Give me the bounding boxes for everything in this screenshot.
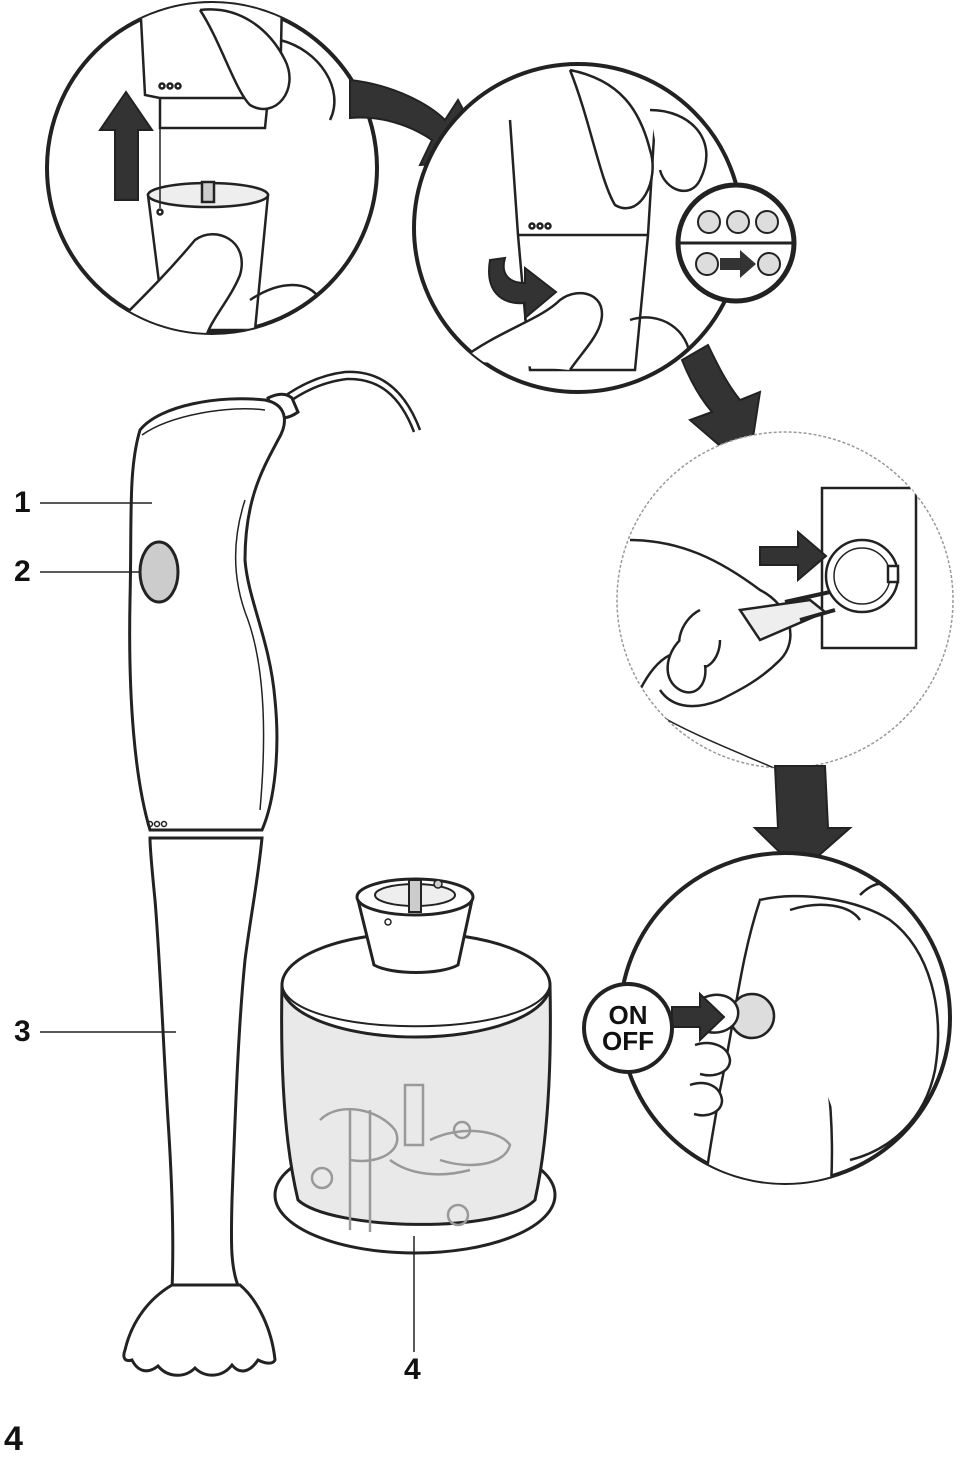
twist-arrow-icon — [488, 256, 558, 321]
page-number: 4 — [4, 1420, 23, 1458]
step-attach-shaft — [45, 1, 379, 335]
arrow-press-icon — [671, 991, 726, 1043]
on-label: ON — [608, 1000, 648, 1030]
on-off-badge: ON OFF — [582, 982, 674, 1074]
arrow-up-icon — [98, 90, 154, 201]
leader-lines — [40, 502, 415, 1352]
step-twist-lock — [412, 62, 797, 394]
step-switch-on — [618, 851, 952, 1185]
hand-blender — [122, 370, 422, 1377]
label-part-2: 2 — [14, 555, 31, 588]
off-label: OFF — [602, 1026, 654, 1056]
arrow-down-icon — [752, 765, 853, 874]
chopper-attachment — [273, 877, 557, 1255]
label-part-3: 3 — [14, 1015, 31, 1048]
label-part-4: 4 — [404, 1353, 421, 1386]
alignment-dots-inset — [675, 182, 797, 304]
arrow-plug-icon — [759, 529, 828, 583]
label-part-1: 1 — [14, 486, 31, 519]
step-plug-in — [616, 431, 954, 769]
switch-button-icon — [138, 540, 180, 604]
